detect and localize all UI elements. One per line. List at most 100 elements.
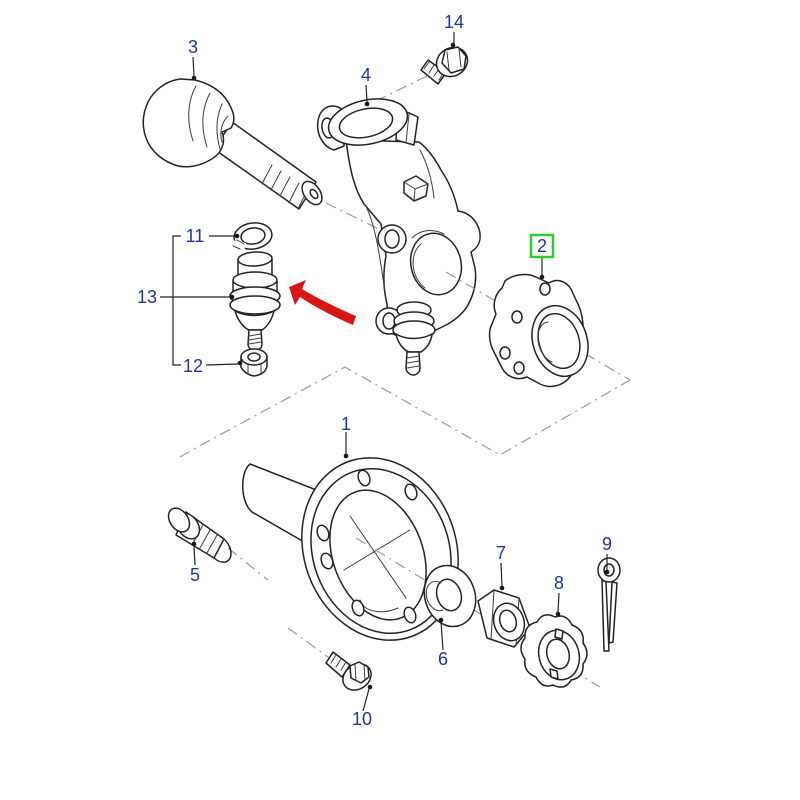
hub-bolt-hole-3 (316, 524, 330, 542)
knuckle-bore-race (412, 243, 426, 289)
leader-dot-8 (555, 611, 561, 617)
part-5-stud (167, 507, 232, 563)
pin9-leg-1 (601, 579, 610, 652)
locknut-slot-top (554, 628, 564, 640)
hub-bore-chord-2 (343, 529, 411, 571)
part-1-wheel-hub (242, 457, 459, 641)
callout-13[interactable]: 13 (137, 287, 157, 307)
leader-dot-4 (364, 101, 370, 107)
leader-lines (160, 32, 610, 712)
leader-8 (557, 592, 560, 613)
part3-boot (142, 78, 235, 168)
callout-12[interactable]: 12 (183, 356, 203, 376)
part-2-wheel-bearing (488, 273, 589, 388)
callout-4[interactable]: 4 (361, 65, 371, 85)
bearing-hole-left-lower (499, 346, 511, 360)
callout-2-label[interactable]: 2 (537, 236, 547, 256)
callout-9[interactable]: 9 (602, 534, 612, 554)
callout-6[interactable]: 6 (438, 649, 448, 669)
knuckle-sensor-boss-edges (403, 181, 429, 202)
leader-dot-1 (343, 453, 349, 459)
leader-dot-10 (367, 684, 373, 690)
part-13-ball-joint (229, 251, 281, 351)
leader-dot-11 (234, 233, 240, 239)
leader-dot-14 (450, 42, 456, 48)
stud5-cap (167, 507, 191, 533)
bearing-hole-top (539, 282, 551, 296)
bearing-hole-left-upper (511, 310, 523, 324)
bolt14-thread-2 (428, 64, 435, 74)
part3-shaft (213, 121, 317, 210)
leader-dot-2 (539, 274, 545, 280)
leader-10 (362, 688, 370, 712)
leader-dot-7 (499, 585, 505, 591)
nut7-facet-1 (490, 589, 495, 641)
callout-5[interactable]: 5 (190, 565, 200, 585)
hub-bolt-hole-1 (357, 469, 371, 487)
part3-thread-2 (270, 170, 282, 191)
leader-dot-5 (191, 541, 197, 547)
knuckle-balljoint-taper (395, 333, 433, 353)
knuckle-stud-threads (406, 355, 420, 369)
snapring-outer (233, 222, 273, 250)
part-3-outer-cv-joint (142, 78, 323, 210)
stud5-thread-3 (199, 529, 211, 549)
bracket-11-12 (172, 235, 181, 366)
leader-3 (192, 56, 195, 77)
leader-dot-12 (237, 360, 243, 366)
locknut-slot-bottom (549, 668, 559, 680)
callout-8[interactable]: 8 (554, 573, 564, 593)
part-10-bolt (325, 651, 372, 691)
leader-12 (205, 363, 239, 366)
callout-3[interactable]: 3 (188, 37, 198, 57)
section-plane-zigzag (179, 366, 631, 458)
knuckle-lower-arm-hole (382, 312, 396, 330)
part3-boot-rib-1 (188, 85, 197, 142)
leader-dot-13 (229, 294, 235, 300)
bearing-hole-bottom (513, 361, 525, 375)
part3-tip-hole (309, 188, 319, 200)
install-direction-arrow (289, 280, 356, 325)
leader-dot-6 (438, 617, 444, 623)
balljoint-taper (234, 310, 275, 331)
knuckle-inner-neck (419, 149, 435, 199)
balljoint-top-face (237, 251, 273, 267)
bolt14-hex-facet-2 (458, 48, 462, 68)
bolt10-thread-1 (330, 654, 337, 664)
knuckle-clamp-slot (405, 113, 410, 144)
leader-4 (365, 84, 368, 103)
nut12-bore (247, 352, 261, 362)
callout-2[interactable]: 2 (529, 233, 555, 259)
balljoint-flange-2 (229, 295, 281, 315)
axis-bolt14 (373, 75, 428, 103)
callout-11[interactable]: 11 (186, 226, 205, 246)
stud5-thread-4 (206, 534, 218, 554)
callout-10[interactable]: 10 (352, 709, 372, 729)
washer-detail-arc (425, 580, 444, 612)
knuckle-inner-bore-top (411, 230, 445, 239)
leader-7 (500, 562, 503, 587)
bolt14-hex-facet-1 (446, 51, 450, 71)
callout-14[interactable]: 14 (444, 12, 464, 32)
leader-dot-9 (604, 569, 610, 575)
part-11-snap-ring (229, 222, 273, 252)
axis-bolt10 (287, 627, 333, 661)
knuckle-strut-ring-bore (338, 107, 394, 139)
leader-6 (440, 621, 444, 651)
balljoint-stud-threads (248, 333, 262, 345)
part3-thread-4 (288, 182, 300, 204)
part3-boot-rib-2 (202, 92, 211, 148)
part-14-pinch-bolt (420, 46, 469, 85)
callout-1[interactable]: 1 (341, 414, 351, 434)
part3-boot-rib-3 (216, 103, 223, 150)
part-12-nut (240, 348, 268, 377)
callout-7[interactable]: 7 (496, 543, 506, 563)
part3-thread-1 (261, 164, 273, 185)
hub-bolt-hole-6 (403, 606, 417, 624)
part-4-steering-knuckle (316, 98, 481, 376)
balljoint-mid-face (232, 271, 278, 289)
locknut-bore (545, 638, 571, 670)
stud5-tip (213, 538, 232, 563)
bearing-bore (537, 312, 581, 370)
